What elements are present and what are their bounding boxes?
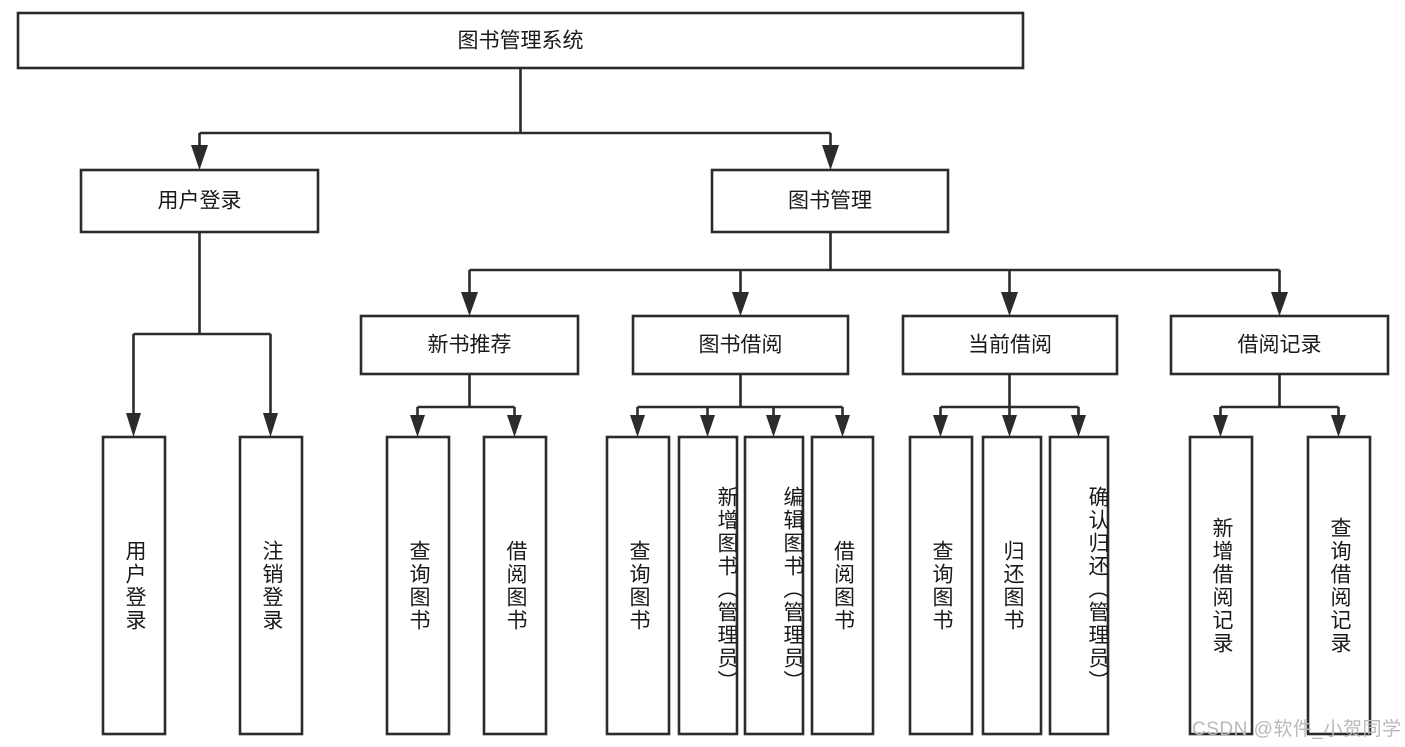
node-leaf-query-book-1[interactable] — [385, 435, 451, 736]
arrow-head-book-mgmt — [822, 145, 839, 170]
node-borrow-record-label: 借阅记录 — [1238, 334, 1322, 357]
node-current-borrow[interactable] — [901, 314, 1119, 376]
arrow-head-leaf-user-login — [126, 413, 141, 437]
node-leaf-query-book-2[interactable] — [605, 435, 671, 736]
edge-group-book-borrow — [630, 374, 850, 437]
node-book-borrow-label: 图书借阅 — [699, 334, 783, 357]
arrow-head-leaf-query-record — [1331, 415, 1346, 437]
arrow-head-current-borrow — [1001, 292, 1018, 316]
node-root-system-label: 图书管理系统 — [458, 30, 584, 53]
arrow-head-book-borrow — [732, 292, 749, 316]
node-leaf-return-book[interactable] — [981, 435, 1043, 736]
csdn-watermark: CSDN @软件_小贺同学 — [1192, 719, 1402, 740]
arrow-head-leaf-edit-book — [766, 415, 781, 437]
node-leaf-logout[interactable] — [238, 435, 304, 736]
arrow-head-leaf-borrow-book-2 — [835, 415, 850, 437]
node-book-management[interactable] — [710, 168, 950, 234]
arrow-head-user-login — [191, 145, 208, 170]
arrow-head-leaf-add-record — [1213, 415, 1228, 437]
node-leaf-borrow-book-2[interactable] — [810, 435, 875, 736]
node-book-borrow[interactable] — [631, 314, 850, 376]
arrow-head-leaf-return-book — [1002, 415, 1017, 437]
node-leaf-confirm-return-admin[interactable] — [1048, 435, 1110, 736]
edge-group-current-borrow — [933, 374, 1086, 437]
node-leaf-query-book-3[interactable] — [908, 435, 974, 736]
node-user-login[interactable] — [79, 168, 320, 234]
node-leaf-edit-book-admin[interactable] — [743, 435, 805, 736]
node-leaf-user-login[interactable] — [101, 435, 167, 736]
node-borrow-record[interactable] — [1169, 314, 1390, 376]
node-new-book-recommend-label: 新书推荐 — [428, 334, 512, 357]
node-leaf-add-borrow-record[interactable] — [1188, 435, 1254, 736]
node-root-system[interactable] — [16, 11, 1025, 70]
edge-group-root — [191, 68, 839, 170]
arrow-head-leaf-query-book-3 — [933, 415, 948, 437]
arrow-head-leaf-add-book — [700, 415, 715, 437]
arrow-head-leaf-query-book-2 — [630, 415, 645, 437]
arrow-head-leaf-borrow-book-1 — [507, 415, 522, 437]
edge-group-new-book-rec — [410, 374, 522, 437]
node-leaf-add-book-admin[interactable] — [677, 435, 739, 736]
node-book-management-label: 图书管理 — [788, 190, 872, 213]
node-leaf-borrow-book-1[interactable] — [482, 435, 548, 736]
arrow-head-borrow-record — [1271, 292, 1288, 316]
arrow-head-leaf-logout — [263, 413, 278, 437]
node-current-borrow-label: 当前借阅 — [968, 334, 1052, 357]
arrow-head-leaf-confirm-return — [1071, 415, 1086, 437]
edge-group-borrow-record — [1213, 374, 1346, 437]
edge-group-book-mgmt — [461, 232, 1288, 316]
arrow-head-leaf-query-book-1 — [410, 415, 425, 437]
edge-group-user-login — [126, 232, 278, 437]
node-leaf-query-borrow-record[interactable] — [1306, 435, 1372, 736]
node-user-login-label: 用户登录 — [158, 190, 242, 213]
node-new-book-recommend[interactable] — [359, 314, 580, 376]
arrow-head-new-book-rec — [461, 292, 478, 316]
